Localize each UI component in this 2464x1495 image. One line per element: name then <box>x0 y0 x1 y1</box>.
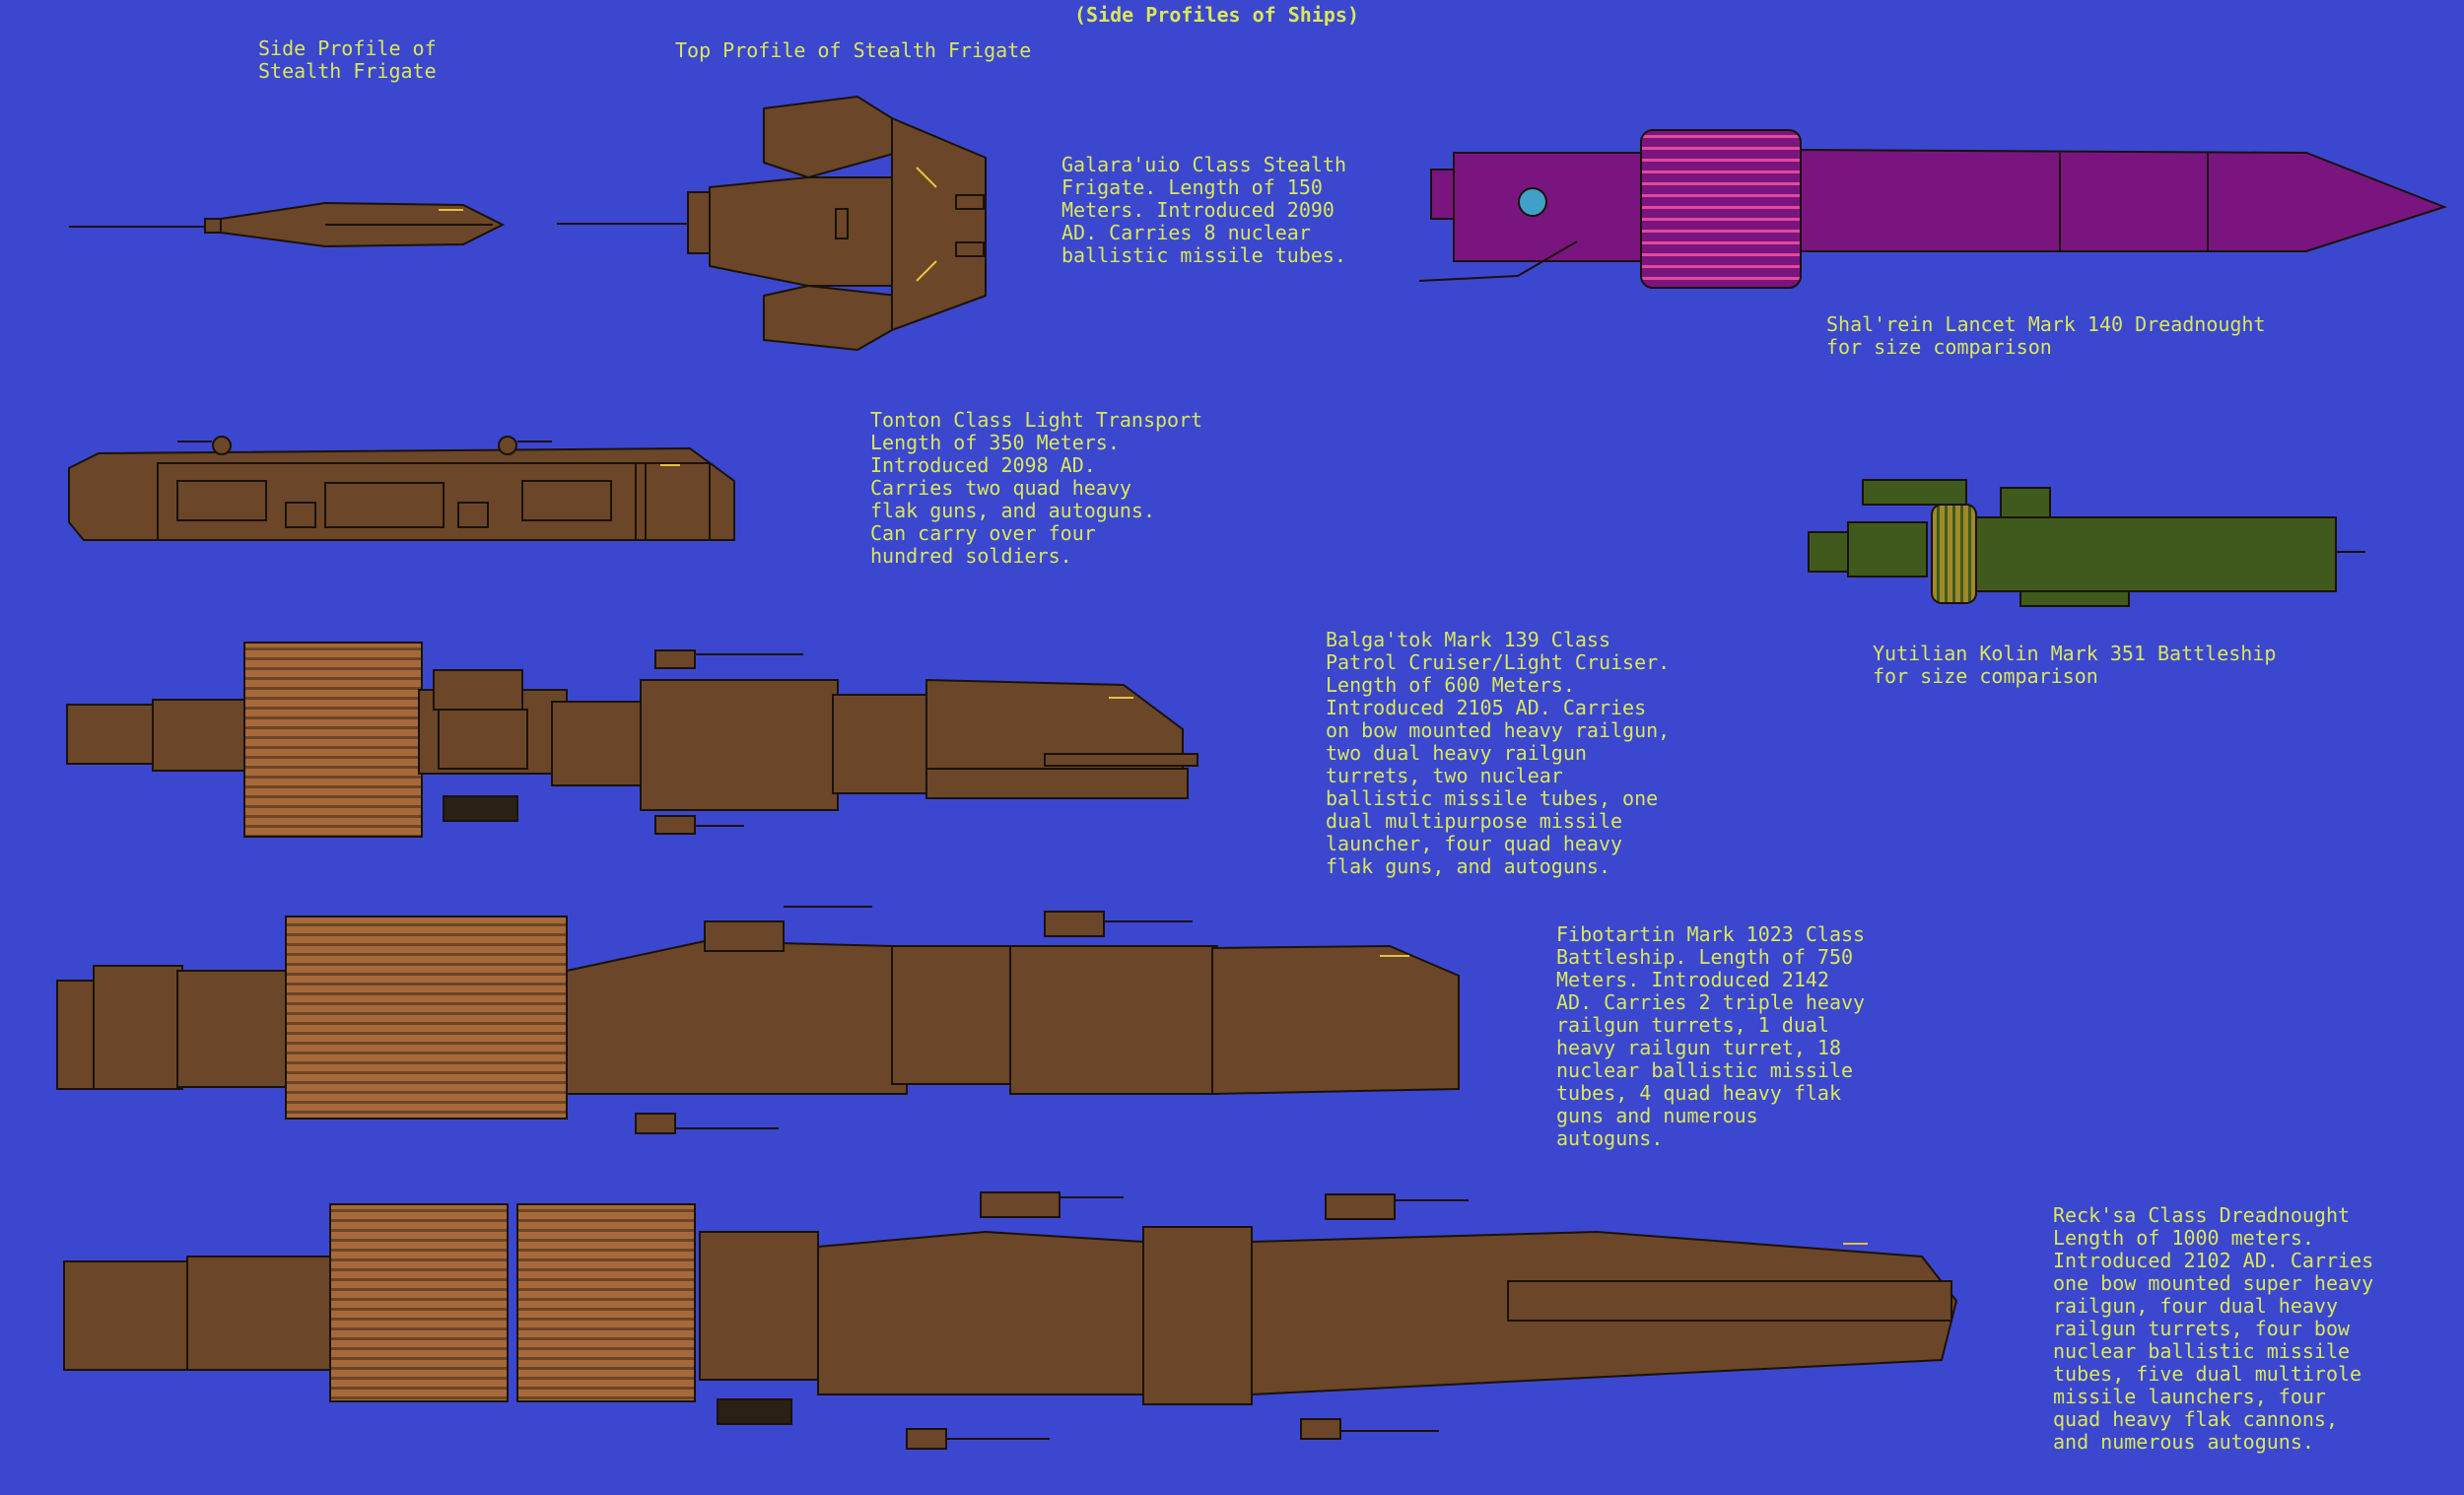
stealth-frigate-top <box>557 95 987 352</box>
tonton-transport <box>68 436 735 541</box>
recksa-description: Reck'sa Class Dreadnought Length of 1000… <box>2053 1203 2374 1454</box>
fibotartin-description: Fibotartin Mark 1023 Class Battleship. L… <box>1556 922 1866 1150</box>
yutilian-description: Yutilian Kolin Mark 351 Battleship for s… <box>1873 642 2277 688</box>
shalrein-description: Shal'rein Lancet Mark 140 Dreadnought fo… <box>1826 312 2266 359</box>
shalrein-dreadnought <box>1418 129 2447 289</box>
side-profile-label: Side Profile of Stealth Frigate <box>258 36 437 83</box>
top-profile-label: Top Profile of Stealth Frigate <box>675 38 1032 62</box>
balgatok-description: Balga'tok Mark 139 Class Patrol Cruiser/… <box>1326 628 1671 878</box>
page-title: (Side Profiles of Ships) <box>1074 3 1359 27</box>
stealth-frigate-side <box>69 201 506 248</box>
recksa-dreadnought <box>63 1191 1958 1450</box>
galara-description: Galara'uio Class Stealth Frigate. Length… <box>1061 153 1346 267</box>
tonton-description: Tonton Class Light Transport Length of 3… <box>870 408 1203 568</box>
balgatok-cruiser <box>66 642 1198 838</box>
fibotartin-battleship <box>56 906 1460 1134</box>
yutilian-battleship <box>1808 479 2365 607</box>
